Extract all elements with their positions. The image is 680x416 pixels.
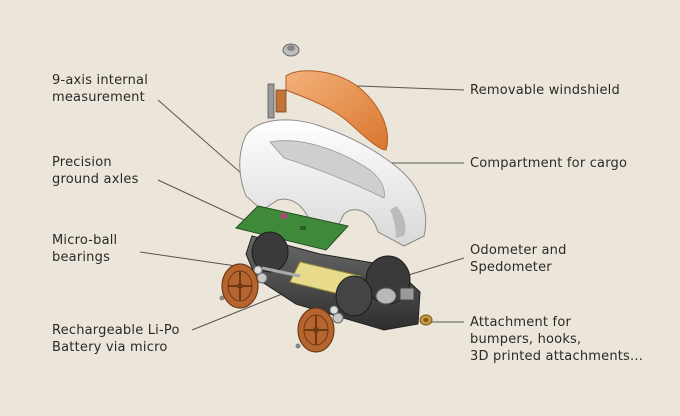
label-cargo: Compartment for cargo <box>470 155 627 172</box>
screw-top <box>282 43 300 57</box>
label-attachment-line3: 3D printed attachments... <box>470 349 644 364</box>
odometer-module <box>375 287 397 305</box>
label-battery: Rechargeable Li-Po Battery via micro <box>52 322 180 356</box>
label-odometer: Odometer and Spedometer <box>470 242 567 276</box>
label-windshield-line1: Removable windshield <box>470 83 620 98</box>
label-odometer-line2: Spedometer <box>470 260 552 275</box>
label-axles-line1: Precision <box>52 155 112 170</box>
pcb-component <box>300 226 306 230</box>
windshield <box>285 70 388 151</box>
cargo-recess <box>269 140 385 199</box>
label-cargo-line1: Compartment for cargo <box>470 156 628 171</box>
attachment-fitting <box>419 314 433 326</box>
label-imu-line1: 9-axis internal <box>52 73 149 88</box>
label-attachment: Attachment for bumpers, hooks, 3D printe… <box>470 314 643 365</box>
label-bearings: Micro-ball bearings <box>52 232 117 266</box>
axle <box>261 266 301 278</box>
label-imu: 9-axis internal measurement <box>52 72 148 106</box>
motor-block <box>399 287 415 301</box>
rear-wheel <box>221 263 259 309</box>
label-bearings-line1: Micro-ball <box>52 233 118 248</box>
bearings <box>253 265 344 324</box>
label-bearings-line2: bearings <box>52 250 111 265</box>
label-imu-line2: measurement <box>52 90 145 105</box>
leader-odometer <box>401 257 465 278</box>
label-axles-line2: ground axles <box>52 172 139 187</box>
leader-bearings <box>139 251 237 267</box>
label-attachment-line1: Attachment for <box>470 315 572 330</box>
imu-chip <box>281 213 287 219</box>
front-wheel <box>297 307 335 353</box>
pcb-board <box>235 205 349 251</box>
leader-battery <box>191 289 293 331</box>
label-windshield: Removable windshield <box>470 82 620 99</box>
mast-mount <box>275 89 287 113</box>
mast <box>267 83 275 119</box>
front-inner-plate <box>335 275 373 317</box>
label-axles: Precision ground axles <box>52 154 139 188</box>
shell-nose <box>390 206 406 238</box>
label-battery-line2: Battery via micro <box>52 340 168 355</box>
label-battery-line1: Rechargeable Li-Po <box>52 323 180 338</box>
label-odometer-line1: Odometer and <box>470 243 567 258</box>
label-attachment-line2: bumpers, hooks, <box>470 332 582 347</box>
loose-screws <box>219 295 301 349</box>
rear-side-plate <box>251 231 289 273</box>
